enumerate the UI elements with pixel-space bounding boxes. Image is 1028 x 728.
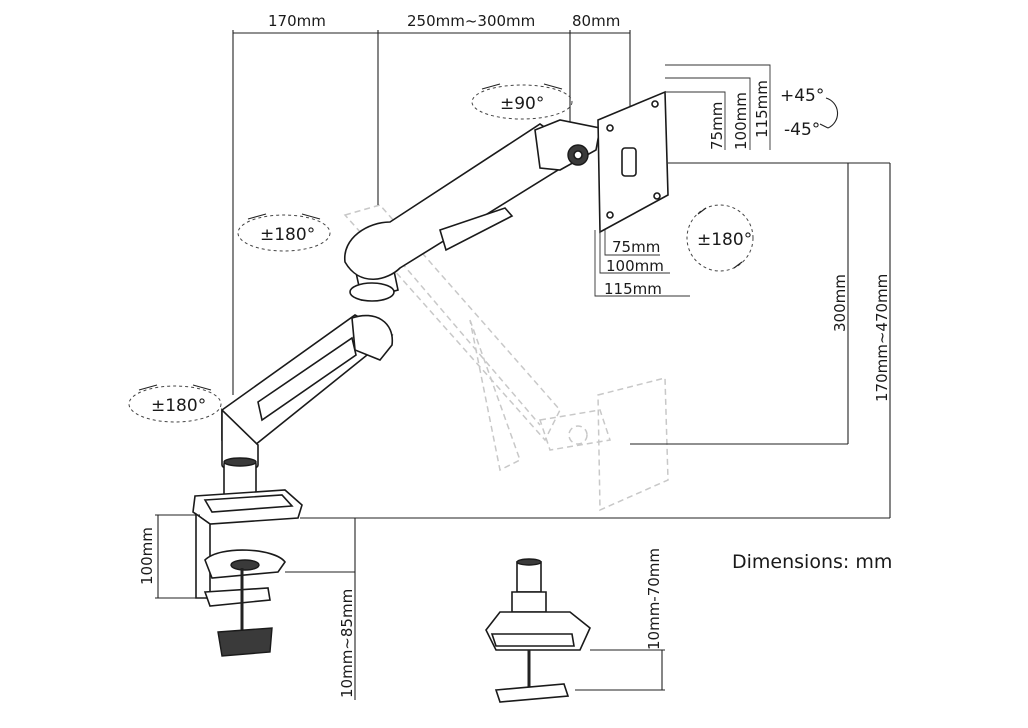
- monitor-arm: [221, 119, 601, 499]
- vesa-h-100-label: 100mm: [606, 257, 664, 275]
- rotation-base-swivel: ±180°: [128, 384, 222, 423]
- rotation-screen-label: ±180°: [697, 230, 752, 250]
- dim-250-300mm-label: 250mm~300mm: [407, 12, 535, 30]
- top-dimension-lines: [232, 30, 631, 395]
- grommet-dimension-lines: [575, 649, 665, 691]
- vesa-h-75-label: 75mm: [612, 238, 660, 256]
- clamp-dimension-lines: [155, 514, 356, 700]
- vesa-v-115-label: 115mm: [753, 80, 771, 138]
- desk-clamp: [192, 489, 303, 657]
- rotation-arm-tilt-label: ±90°: [500, 94, 544, 114]
- dim-170mm-label: 170mm: [268, 12, 326, 30]
- vesa-plate: [597, 90, 669, 234]
- height-range-label: 170mm~470mm: [873, 274, 891, 402]
- grommet-base: [485, 558, 591, 703]
- clamp-thickness-label: 10mm~85mm: [338, 589, 356, 698]
- vesa-h-115-label: 115mm: [604, 280, 662, 298]
- grommet-thickness-label: 10mm-70mm: [645, 548, 663, 650]
- height-300mm-label: 300mm: [831, 274, 849, 332]
- rotation-screen-rotate: ±180°: [686, 204, 754, 272]
- ghost-arm-lowered-position: [343, 204, 669, 512]
- tilt-down-label: -45°: [784, 120, 820, 140]
- clamp-height-label: 100mm: [138, 527, 156, 585]
- rotation-arm-tilt: ±90°: [471, 83, 573, 120]
- dim-80mm-label: 80mm: [572, 12, 620, 30]
- rotation-elbow-label: ±180°: [260, 225, 315, 245]
- rotation-tilt: +45° -45°: [780, 86, 839, 140]
- vesa-v-75-label: 75mm: [708, 102, 726, 150]
- height-dimension-lines: [300, 162, 891, 519]
- rotation-elbow-swivel: ±180°: [237, 213, 331, 252]
- tilt-up-label: +45°: [780, 86, 824, 106]
- vesa-v-100-label: 100mm: [732, 92, 750, 150]
- dimensions-unit-note: Dimensions: mm: [732, 551, 892, 573]
- vesa-dimension-frames: [594, 64, 771, 297]
- rotation-base-label: ±180°: [151, 396, 206, 416]
